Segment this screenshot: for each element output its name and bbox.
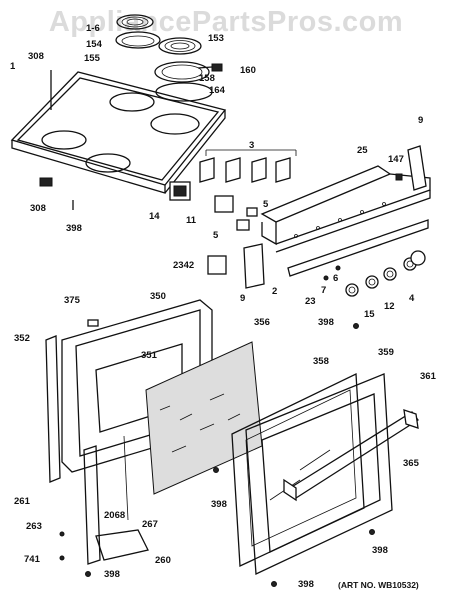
part-label: 154 — [86, 39, 102, 50]
part-label: 6 — [333, 273, 339, 284]
part-label: 308 — [30, 203, 46, 214]
part-label: 398 — [372, 545, 388, 556]
part-label: 23 — [305, 296, 316, 307]
part-label: 358 — [313, 356, 329, 367]
part-label: 398 — [66, 223, 82, 234]
part-label: 147 — [388, 154, 404, 165]
part-label: 11 — [186, 215, 197, 226]
part-label: 153 — [208, 33, 224, 44]
part-label: 365 — [403, 458, 419, 469]
part-label: 361 — [420, 371, 436, 382]
part-label: 25 — [357, 145, 368, 156]
part-label: 2342 — [173, 260, 195, 271]
part-label: 398 — [318, 317, 334, 328]
part-label: 160 — [240, 65, 256, 76]
part-label: 398 — [104, 569, 120, 580]
part-label: 5 — [263, 199, 269, 210]
part-label: 4 — [409, 293, 415, 304]
part-label: 350 — [150, 291, 166, 302]
part-label: 9 — [240, 293, 246, 304]
part-label: 741 — [24, 554, 40, 565]
part-label: 9 — [418, 115, 424, 126]
part-label: 7 — [321, 285, 327, 296]
part-label: 359 — [378, 347, 394, 358]
receptacle-160 — [197, 63, 223, 72]
surface-element-large — [154, 37, 213, 102]
part-label: 260 — [155, 555, 171, 566]
control-knobs — [345, 250, 426, 297]
part-label: 375 — [64, 295, 80, 306]
surface-element-small — [115, 14, 161, 49]
part-label: 267 — [142, 519, 158, 530]
part-label: 12 — [384, 301, 395, 312]
part-label: 398 — [211, 499, 227, 510]
cooktop-panel — [10, 71, 227, 194]
part-label: 15 — [364, 309, 375, 320]
control-panel-backsplash — [260, 165, 431, 253]
part-label: 164 — [209, 85, 225, 96]
part-label: 158 — [199, 73, 215, 84]
part-label: 2068 — [104, 510, 126, 521]
part-label: 308 — [28, 51, 44, 62]
part-label: 352 — [14, 333, 30, 344]
part-label: 261 — [14, 496, 30, 507]
part-label: 351 — [141, 350, 157, 361]
part-label: 356 — [254, 317, 270, 328]
part-label: 2 — [272, 286, 278, 297]
part-label: 14 — [149, 211, 160, 222]
part-label: 1 — [10, 61, 16, 72]
part-label: 5 — [213, 230, 219, 241]
art-number: (ART NO. WB10532) — [338, 580, 419, 590]
part-label: 263 — [26, 521, 42, 532]
part-label: 155 — [84, 53, 100, 64]
infinite-switches — [199, 149, 297, 183]
part-label: 398 — [298, 579, 314, 590]
part-label: 1-6 — [86, 23, 100, 34]
door-insulation — [145, 341, 263, 495]
part-label: 3 — [249, 140, 255, 151]
